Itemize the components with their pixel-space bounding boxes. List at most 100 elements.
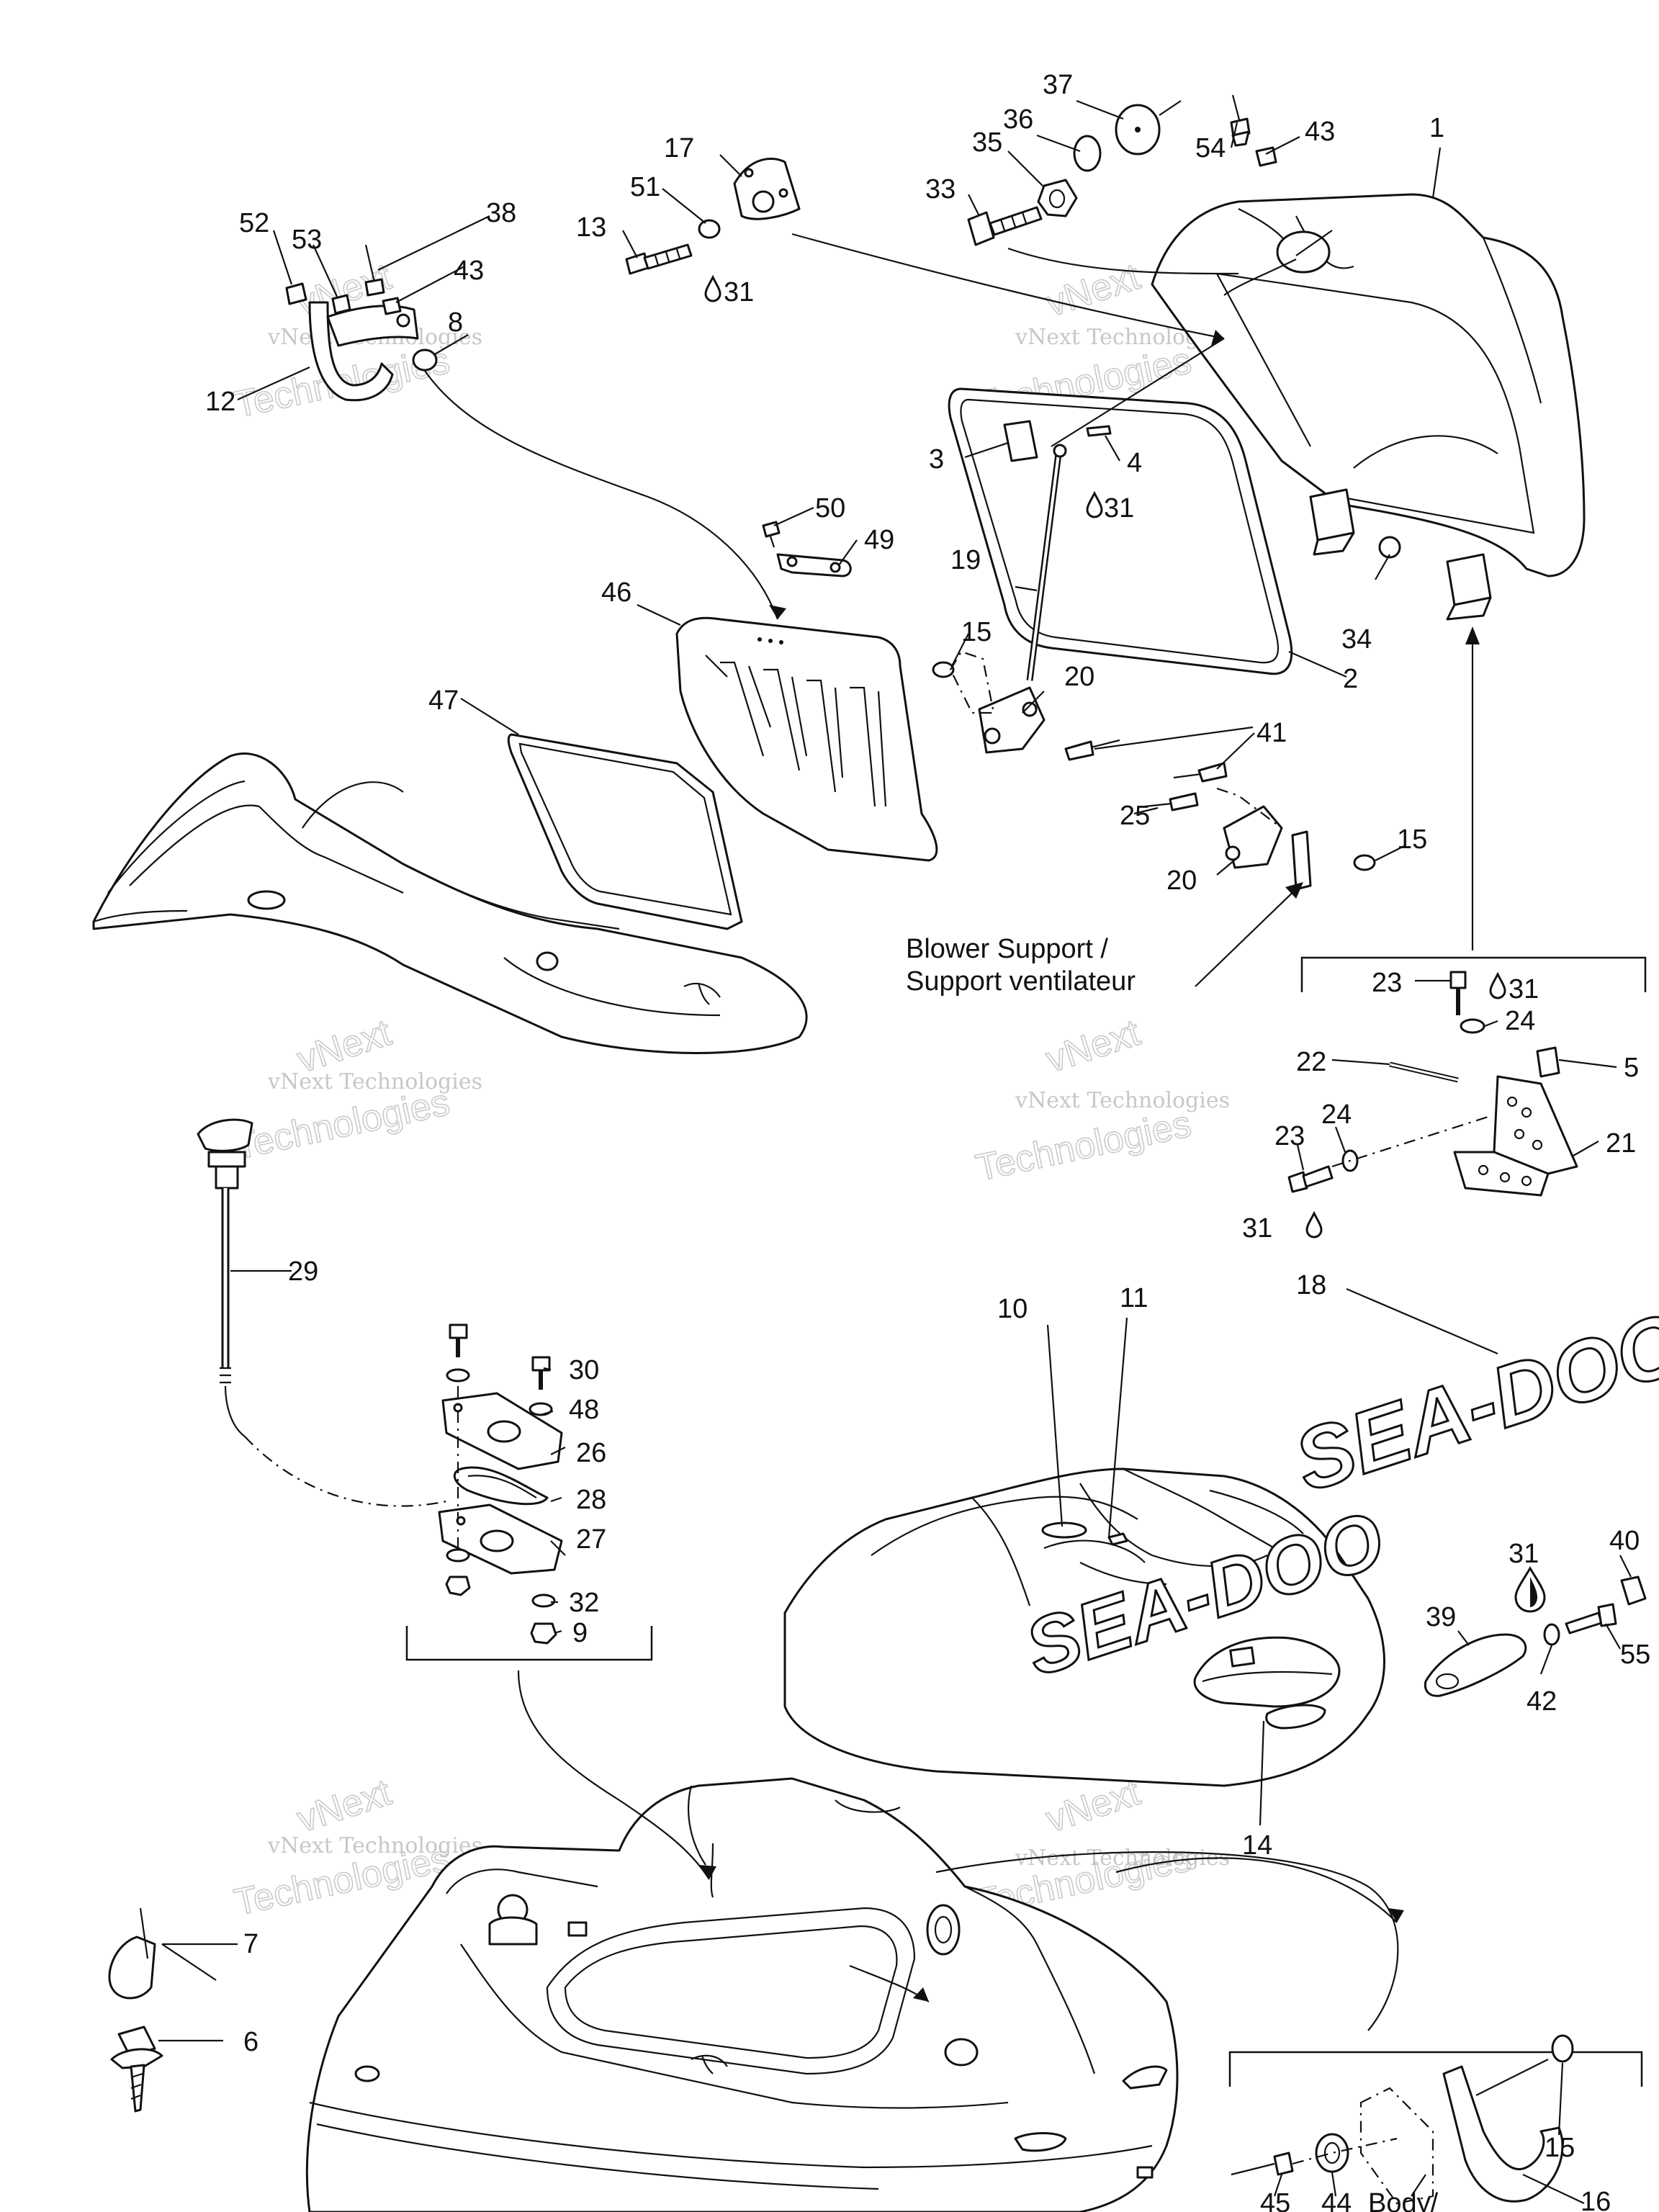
screw-4	[1086, 425, 1112, 437]
callout-43-a: 43	[1305, 117, 1335, 147]
callout-20-a: 20	[1064, 662, 1094, 692]
clamp-16	[1442, 2059, 1564, 2203]
watermark-mid-right: vNext vNext Technologies Technologies	[972, 1011, 1230, 1190]
callout-24-b: 24	[1321, 1100, 1352, 1130]
callout-13: 13	[576, 212, 606, 243]
callout-20-b: 20	[1166, 866, 1197, 896]
callout-46: 46	[601, 577, 631, 608]
gasket-47	[507, 733, 743, 930]
drop-icon-31-c	[1489, 971, 1506, 999]
callout-26: 26	[576, 1438, 606, 1468]
washer-24-upper	[1460, 1018, 1485, 1034]
nut-9	[530, 1622, 557, 1645]
washer-15-upper	[932, 661, 955, 678]
svg-text:vNext: vNext	[1041, 1012, 1146, 1081]
callout-45: 45	[1260, 2188, 1290, 2212]
callout-47: 47	[428, 685, 459, 716]
callout-53: 53	[292, 225, 322, 255]
callout-31-b: 31	[1104, 493, 1134, 523]
callout-8: 8	[448, 307, 463, 338]
callout-15-c: 15	[1545, 2133, 1575, 2163]
callout-18: 18	[1296, 1270, 1326, 1300]
engine-cover: SEA-DOO	[783, 1467, 1395, 1787]
callout-7: 7	[243, 1929, 258, 1959]
drop-icon-31-d	[1305, 1210, 1323, 1238]
callout-31-d: 31	[1242, 1213, 1272, 1244]
washer-8	[412, 349, 438, 372]
svg-text:vNext Technologies: vNext Technologies	[1015, 1088, 1230, 1113]
callout-5: 5	[1624, 1053, 1639, 1083]
callout-4: 4	[1127, 448, 1142, 478]
washer-36	[1073, 135, 1102, 172]
blower-support-plate	[1291, 830, 1312, 891]
bracket-21	[1453, 1075, 1578, 1197]
callout-38: 38	[486, 198, 516, 228]
grommet-44	[1315, 2133, 1349, 2173]
svg-text:vNext Technologies: vNext Technologies	[267, 1069, 482, 1094]
callout-27: 27	[576, 1524, 606, 1555]
screw-55	[1565, 1603, 1617, 1635]
rivet-41-lower	[1197, 762, 1228, 783]
bin-bracket-right	[1446, 553, 1492, 621]
callout-31-e: 31	[1509, 1539, 1539, 1569]
washer-left-top	[446, 1368, 470, 1382]
callout-41-a: 41	[1256, 718, 1287, 748]
bin-gasket	[948, 387, 1293, 675]
clip-5	[1536, 1046, 1560, 1078]
callout-34: 34	[1341, 624, 1372, 655]
callout-3: 3	[929, 444, 944, 475]
rivet-41-upper	[1064, 740, 1094, 761]
rivet-54	[1230, 94, 1251, 147]
pin-22	[1389, 1061, 1459, 1083]
nut-35	[1037, 179, 1078, 217]
callout-22: 22	[1296, 1047, 1326, 1077]
callout-55: 55	[1620, 1640, 1650, 1670]
callout-23-a: 23	[1372, 968, 1402, 998]
hull-body	[305, 1777, 1399, 2212]
callout-19: 19	[950, 545, 981, 575]
washer-32	[531, 1593, 556, 1608]
lid-guard	[675, 616, 938, 862]
callout-50: 50	[815, 493, 845, 523]
callout-28: 28	[576, 1485, 606, 1515]
decal-18: SEA-DOO	[1282, 1292, 1659, 1511]
callout-2: 2	[1343, 664, 1358, 694]
callout-14: 14	[1242, 1830, 1272, 1861]
blower-group-bracket	[1300, 956, 1647, 992]
callout-35: 35	[972, 127, 1002, 158]
leader-lines	[158, 99, 1632, 2204]
bolt-33	[967, 206, 1043, 246]
callout-21: 21	[1606, 1128, 1636, 1159]
screw-50	[762, 521, 781, 548]
nut-43-left	[382, 297, 402, 315]
cap-40	[1620, 1575, 1647, 1606]
callout-30: 30	[569, 1355, 599, 1385]
nut-left-bottom	[445, 1575, 471, 1596]
callout-31-a: 31	[724, 277, 754, 307]
watermark-mid-left: vNext vNext Technologies Technologies	[230, 1011, 482, 1168]
washer-51	[698, 219, 721, 239]
callout-36: 36	[1003, 104, 1033, 135]
callout-15-a: 15	[961, 617, 992, 647]
hinge-plate-3	[1003, 420, 1038, 462]
bin-bracket-left	[1309, 488, 1355, 556]
washer-left-bottom	[446, 1548, 470, 1563]
handle-39	[1424, 1633, 1527, 1697]
drop-icon-31-b	[1086, 490, 1103, 518]
callout-23-b: 23	[1274, 1121, 1305, 1151]
callout-24-a: 24	[1505, 1006, 1535, 1036]
drop-icons	[704, 274, 1546, 1613]
callout-labels: 1 2 3 4 5 6 7 8 9 10 11 12 13 14 15 15 1…	[205, 70, 1650, 2212]
callout-48: 48	[569, 1395, 599, 1425]
callout-44: 44	[1321, 2188, 1352, 2212]
cable-tie-7	[108, 1907, 156, 2000]
nut-52	[285, 282, 307, 305]
latch-group-bracket	[405, 1626, 653, 1661]
caption-support-ventilateur: Support ventilateur	[906, 966, 1136, 997]
latch-12	[308, 301, 419, 402]
rivet-25	[1169, 792, 1199, 811]
callout-1: 1	[1429, 113, 1444, 143]
spring-28	[453, 1466, 549, 1506]
callout-52: 52	[239, 208, 269, 238]
callout-11: 11	[1120, 1283, 1148, 1313]
